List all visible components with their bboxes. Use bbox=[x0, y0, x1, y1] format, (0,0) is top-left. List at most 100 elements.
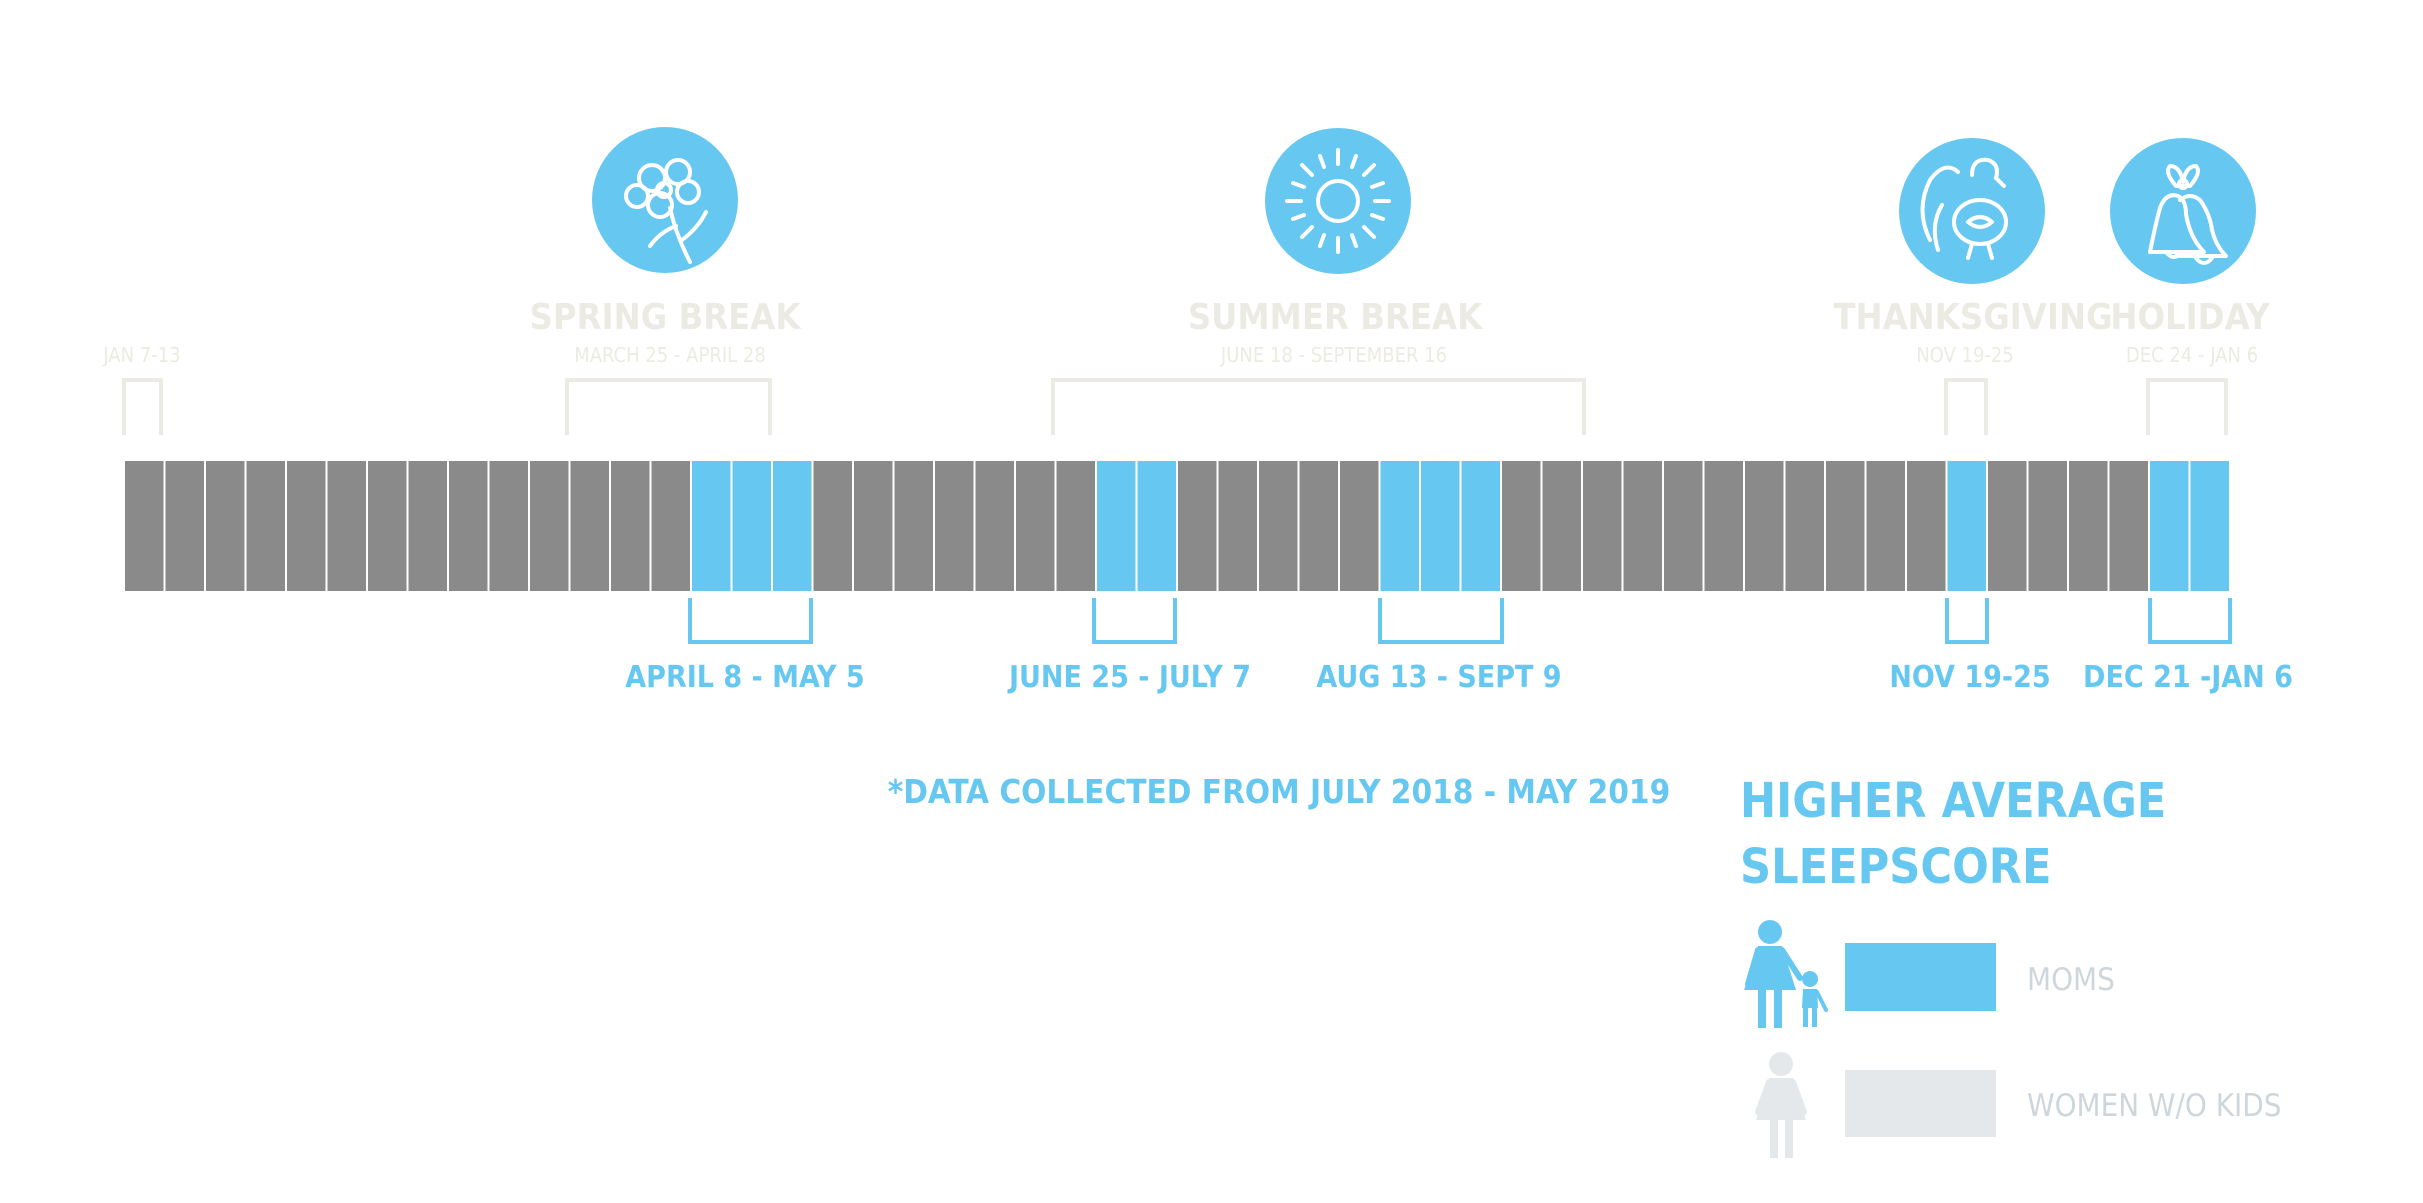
week-bar bbox=[447, 459, 490, 593]
week-bar bbox=[1662, 459, 1705, 593]
moms-legend-swatch bbox=[1845, 943, 1996, 1011]
highlight-labels: APRIL 8 - MAY 5 JUNE 25 - JULY 7 AUG 13 … bbox=[625, 660, 2293, 695]
week-bar bbox=[325, 459, 368, 593]
footnote: *DATA COLLECTED FROM JULY 2018 - MAY 201… bbox=[888, 772, 1670, 811]
week-bar bbox=[1702, 459, 1745, 593]
week-bar bbox=[811, 459, 854, 593]
nov-highlight-label: NOV 19-25 bbox=[1889, 660, 2050, 695]
flower-icon bbox=[624, 158, 708, 264]
women-legend-swatch bbox=[1845, 1070, 1996, 1137]
week-bar bbox=[528, 459, 571, 593]
legend-title-line1: HIGHER AVERAGE bbox=[1740, 773, 2166, 829]
week-bar-highlighted bbox=[730, 459, 773, 593]
week-bar bbox=[163, 459, 206, 593]
week-bar bbox=[123, 459, 2231, 593]
thanksgiving-title: THANKSGIVING bbox=[1833, 297, 2112, 338]
period-dates: JAN 7-13 MARCH 25 - APRIL 28 JUNE 18 - S… bbox=[102, 343, 2258, 367]
spring-break-dates: MARCH 25 - APRIL 28 bbox=[574, 343, 766, 367]
week-bar bbox=[406, 459, 449, 593]
april-highlight-label: APRIL 8 - MAY 5 bbox=[625, 660, 864, 695]
dec-highlight-label: DEC 21 -JAN 6 bbox=[2083, 660, 2293, 695]
week-bar bbox=[1986, 459, 2029, 593]
week-bar-highlighted bbox=[1419, 459, 1462, 593]
week-bar bbox=[973, 459, 1016, 593]
week-bar bbox=[366, 459, 409, 593]
thanksgiving-bracket bbox=[1944, 378, 1988, 435]
week-bar bbox=[204, 459, 247, 593]
week-bar-highlighted bbox=[690, 459, 733, 593]
week-bar bbox=[1216, 459, 1259, 593]
week-bar bbox=[1014, 459, 1057, 593]
summer-break-icon-group bbox=[1265, 128, 1411, 274]
week-bar-highlighted bbox=[1095, 459, 1138, 593]
week-bar bbox=[1743, 459, 1786, 593]
week-bar bbox=[1257, 459, 1300, 593]
spring-break-title: SPRING BREAK bbox=[530, 297, 803, 338]
week-bar-highlighted bbox=[1135, 459, 1178, 593]
week-bar bbox=[1905, 459, 1948, 593]
week-bar bbox=[285, 459, 328, 593]
sun-icon bbox=[1285, 148, 1391, 254]
week-bar bbox=[487, 459, 530, 593]
week-bar bbox=[123, 459, 166, 593]
week-bar bbox=[649, 459, 692, 593]
week-bar bbox=[1864, 459, 1907, 593]
spring-break-bracket bbox=[565, 378, 772, 435]
week-bar bbox=[1176, 459, 1219, 593]
summer-break-bracket bbox=[1051, 378, 1586, 435]
legend-title-line2: SLEEPSCORE bbox=[1740, 839, 2052, 895]
week-bar bbox=[568, 459, 611, 593]
bells-icon bbox=[2148, 164, 2228, 265]
week-bar-highlighted bbox=[1945, 459, 1988, 593]
week-bar bbox=[1621, 459, 1664, 593]
week-bar bbox=[933, 459, 976, 593]
moms-legend-label: MOMS bbox=[2027, 962, 2115, 998]
nov-bracket bbox=[1945, 598, 1989, 644]
women-legend-label: WOMEN W/O KIDS bbox=[2027, 1088, 2281, 1124]
week-bar-highlighted bbox=[2188, 459, 2231, 593]
week-bar-highlighted bbox=[2148, 459, 2191, 593]
summer-break-title: SUMMER BREAK bbox=[1188, 297, 1484, 338]
jan-dates: JAN 7-13 bbox=[102, 343, 180, 367]
summer-break-dates: JUNE 18 - SEPTEMBER 16 bbox=[1220, 343, 1447, 367]
period-brackets bbox=[122, 378, 2228, 435]
week-bar bbox=[1500, 459, 1543, 593]
week-bar bbox=[1824, 459, 1867, 593]
week-bar bbox=[1581, 459, 1624, 593]
thanksgiving-icon-group bbox=[1899, 138, 2045, 284]
week-bar-highlighted bbox=[771, 459, 814, 593]
week-bar bbox=[244, 459, 287, 593]
holiday-title: HOLIDAY bbox=[2110, 297, 2270, 338]
week-bar-highlighted bbox=[1459, 459, 1502, 593]
week-bar bbox=[1338, 459, 1381, 593]
week-bar bbox=[1783, 459, 1826, 593]
period-labels: SPRING BREAK SUMMER BREAK THANKSGIVING H… bbox=[530, 297, 2271, 338]
week-bar bbox=[1540, 459, 1583, 593]
jan-bracket bbox=[122, 378, 163, 435]
turkey-icon bbox=[1920, 157, 2008, 260]
aug-bracket bbox=[1378, 598, 1504, 644]
woman-icon bbox=[1755, 1052, 1807, 1158]
legend: HIGHER AVERAGE SLEEPSCORE MOMS bbox=[1740, 773, 2281, 1158]
week-bar bbox=[852, 459, 895, 593]
holiday-bracket bbox=[2146, 378, 2228, 435]
week-bar bbox=[1054, 459, 1097, 593]
holiday-dates: DEC 24 - JAN 6 bbox=[2126, 343, 2258, 367]
dec-bracket bbox=[2148, 598, 2232, 644]
week-bar-highlighted bbox=[1378, 459, 1421, 593]
week-bar bbox=[2026, 459, 2069, 593]
june-bracket bbox=[1092, 598, 1177, 644]
week-bar bbox=[2067, 459, 2110, 593]
june-highlight-label: JUNE 25 - JULY 7 bbox=[1007, 660, 1251, 695]
aug-highlight-label: AUG 13 - SEPT 9 bbox=[1316, 660, 1561, 695]
week-bar bbox=[892, 459, 935, 593]
week-bar bbox=[1297, 459, 1340, 593]
thanksgiving-dates: NOV 19-25 bbox=[1916, 343, 2014, 367]
april-bracket bbox=[688, 598, 813, 644]
highlight-brackets bbox=[688, 598, 2232, 644]
week-bar bbox=[2107, 459, 2150, 593]
mother-child-icon bbox=[1744, 920, 1828, 1028]
holiday-icon-group bbox=[2110, 138, 2256, 284]
spring-break-icon-group bbox=[592, 127, 738, 273]
